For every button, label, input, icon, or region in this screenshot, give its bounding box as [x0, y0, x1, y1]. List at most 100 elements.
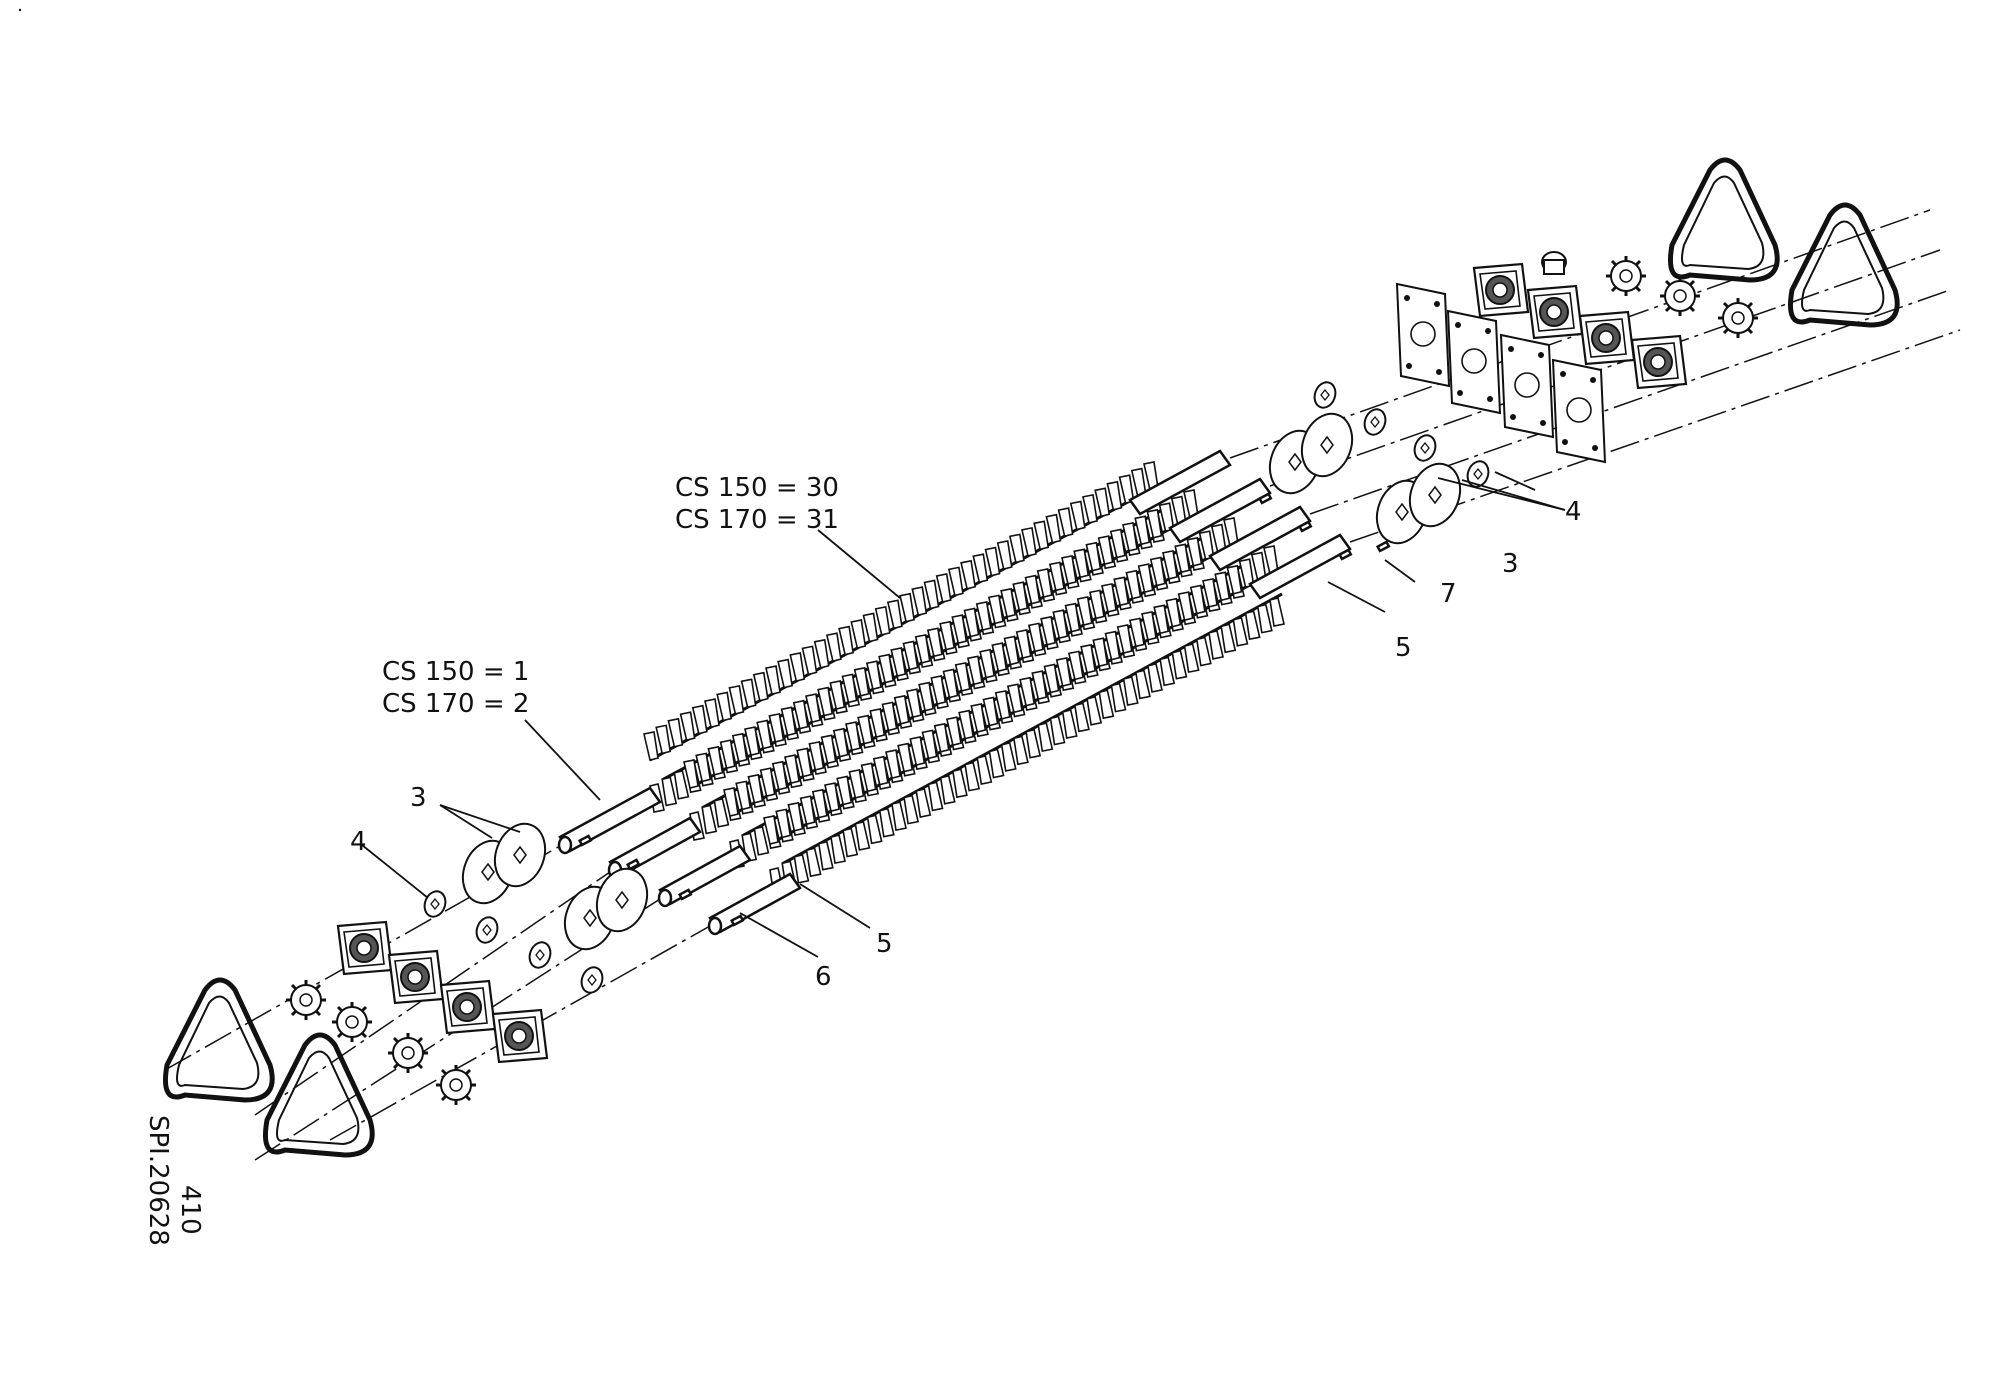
rotor-tine	[661, 776, 678, 807]
rotor-tine	[832, 727, 849, 758]
rotor-tine	[1129, 617, 1145, 648]
rotor-tine	[899, 592, 915, 623]
rotor-tine	[976, 755, 993, 785]
callout-rotor-line2: CS 170 = 31	[675, 505, 839, 535]
callout-key-5-right: 5	[1395, 633, 1412, 663]
callout-key-6: 6	[815, 962, 832, 992]
rotor-tine	[1122, 676, 1139, 706]
rotor-tine	[1082, 494, 1098, 524]
rotor-tine	[1037, 722, 1054, 752]
rotor-group	[643, 461, 1285, 897]
rotor-tine	[915, 788, 932, 818]
rotor-tine	[728, 685, 745, 715]
rotor-tine	[952, 768, 968, 799]
rotor-tine	[927, 781, 944, 812]
rotor-tine	[1106, 480, 1123, 511]
left-hardware	[165, 815, 657, 1155]
rotor-tine	[923, 579, 940, 610]
rotor-tine	[1183, 643, 1200, 673]
rotor-tine	[792, 699, 809, 730]
rotor-tine	[1076, 596, 1093, 626]
rotor-tine	[872, 755, 889, 786]
rotor-tine	[984, 546, 1001, 577]
rotor-tine	[1000, 742, 1017, 772]
rotor-tine	[939, 774, 956, 805]
rotor-tine	[1013, 735, 1029, 766]
rotor-tine	[1116, 624, 1133, 654]
rotor-tine	[813, 638, 830, 669]
rotor-tine	[752, 671, 769, 702]
rotor-tine	[830, 834, 846, 864]
rotor-tine	[655, 724, 672, 755]
callout-washer-left: 4	[350, 827, 367, 857]
rotor-tine	[988, 748, 1005, 779]
rotor-tine	[1049, 715, 1066, 746]
shafts-right	[1128, 449, 1391, 600]
rotor-tine	[845, 721, 861, 751]
rotor-tine	[765, 665, 781, 695]
callout-disc-left: 3	[410, 783, 427, 813]
rotor-tine	[874, 606, 891, 636]
rotor-tine	[805, 847, 822, 878]
rotor-tine	[777, 658, 793, 689]
rotor-tine	[1061, 709, 1078, 739]
callout-key-5-left: 5	[876, 929, 893, 959]
rotor-tine	[866, 814, 883, 845]
right-hardware	[1260, 160, 1898, 552]
rotor-tine	[854, 821, 871, 851]
rotor-tine	[948, 566, 964, 597]
rotor-tine	[935, 573, 952, 603]
rotor-tine	[1220, 623, 1236, 654]
rotor-tine	[826, 632, 842, 663]
rotor-tine	[1244, 610, 1261, 641]
rotor-tine	[885, 749, 901, 779]
rotor-tine	[793, 853, 810, 884]
rotor-tine	[1269, 597, 1285, 627]
rotor-tine	[1257, 603, 1273, 634]
rotor-tine	[1171, 649, 1188, 680]
rotor-tine	[643, 731, 659, 761]
rotor-tine	[1208, 630, 1224, 660]
rotor-tine	[1021, 527, 1037, 557]
rotor-tine	[842, 827, 859, 858]
rotor-tine	[679, 711, 696, 742]
rotor-tine	[817, 840, 834, 871]
rotor-tine	[1089, 589, 1105, 620]
rotor-tine	[1070, 500, 1086, 531]
rotor-tine	[911, 586, 928, 616]
rotor-tine	[1135, 669, 1151, 700]
callout-shaft-line1: CS 150 = 1	[382, 657, 529, 687]
rotor-tine	[1147, 663, 1163, 693]
rotor-tine	[1057, 507, 1074, 537]
rotor-tine	[667, 717, 684, 748]
rotor-tine	[1074, 702, 1090, 733]
rotor-tine	[1045, 513, 1062, 544]
rotor-tine	[1049, 561, 1065, 592]
rotor-tine	[850, 619, 867, 649]
rotor-tine	[716, 691, 733, 722]
callout-disc-right: 3	[1502, 549, 1519, 579]
rotor-tine	[801, 645, 818, 676]
corner-dot	[18, 8, 22, 12]
rotor-tine	[1036, 568, 1053, 598]
drawing-reference: SPI.20628 410	[143, 1115, 205, 1246]
rotor-tine	[740, 678, 757, 709]
rotor-tine	[704, 698, 720, 728]
rotor-tine	[1110, 682, 1127, 713]
rotor-tine	[789, 652, 806, 682]
rotor-tine	[691, 704, 708, 735]
callout-shaft-line2: CS 170 = 2	[382, 689, 529, 719]
rotor-tine	[1196, 636, 1212, 667]
rotor-tine	[1086, 695, 1102, 726]
callout-key-7: 7	[1440, 579, 1457, 609]
rotor-tine	[887, 599, 903, 630]
rotor-tine	[972, 553, 989, 584]
rotor-tine	[996, 540, 1013, 570]
callout-labels: CS 150 = 30 CS 170 = 31 CS 150 = 1 CS 17…	[350, 473, 1582, 992]
rotor-tine	[964, 761, 980, 792]
rotor-tine	[1009, 533, 1025, 564]
callout-washer-right: 4	[1565, 497, 1582, 527]
rotor-tine	[960, 559, 976, 590]
rotor-tine	[1033, 520, 1049, 551]
